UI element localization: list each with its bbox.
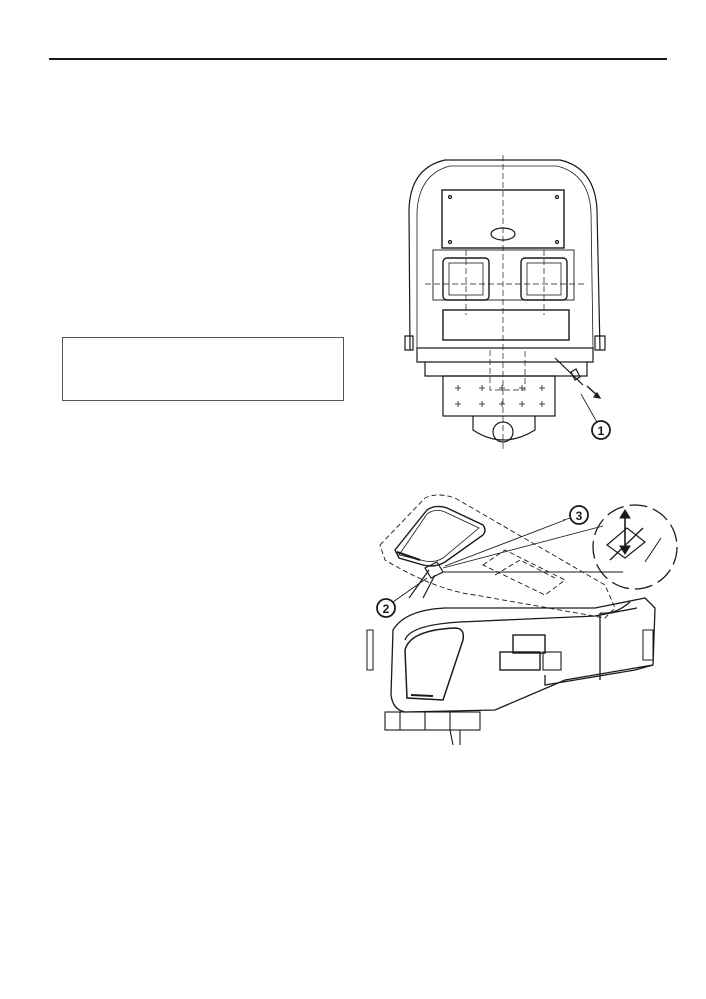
cab-side-view-drawing: 3 2: [366, 494, 678, 746]
note-box: [62, 337, 344, 401]
callout-1-label: 1: [598, 424, 605, 438]
cab-rear-view-drawing: 1: [404, 155, 611, 450]
header-rule: [49, 58, 667, 60]
callout-1-marker: [591, 420, 611, 440]
cab-rear-view-figure: 1: [395, 150, 620, 455]
cab-side-view-figure: 3 2: [365, 490, 685, 746]
callout-2-marker: [376, 598, 396, 618]
callout-2-label: 2: [383, 602, 390, 616]
callout-3-label: 3: [576, 509, 583, 523]
callout-3-marker: [569, 505, 589, 525]
